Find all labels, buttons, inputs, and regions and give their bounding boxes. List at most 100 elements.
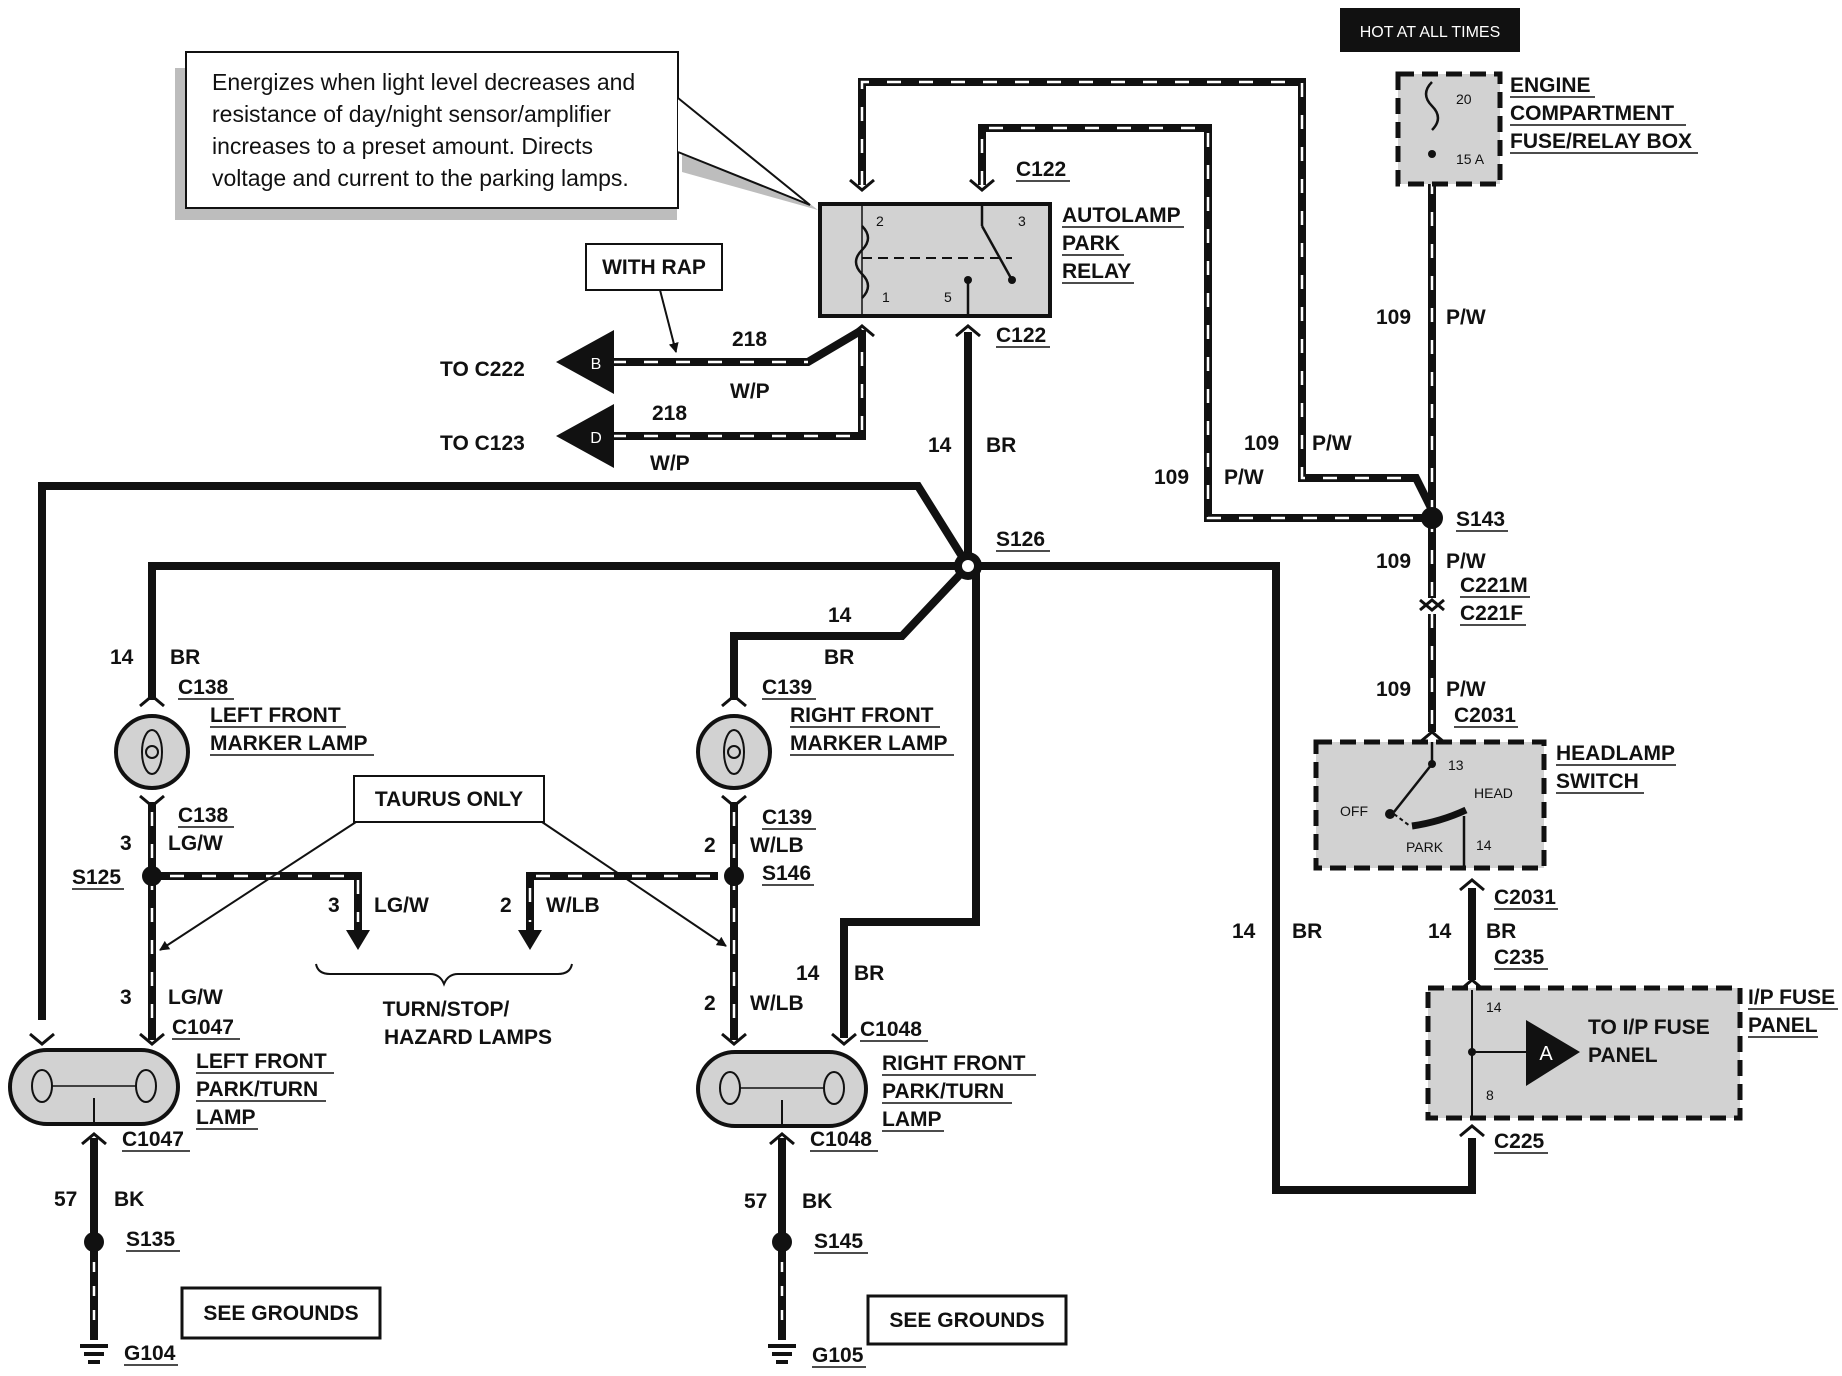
svg-text:218: 218 [652, 402, 687, 425]
turn-stop-hazard-lamps-label: TURN/STOP/ HAZARD LAMPS [315, 963, 573, 1049]
svg-text:PARK: PARK [1406, 839, 1444, 855]
svg-text:20: 20 [1456, 91, 1472, 107]
right-front-marker-lamp: RIGHT FRONT MARKER LAMP [696, 704, 954, 790]
splice-s145 [772, 1232, 792, 1252]
svg-text:57: 57 [744, 1190, 767, 1213]
autolamp-park-relay: 2 3 1 5 C122 C122 AUTOLAMP PARK RELAY [818, 158, 1184, 348]
svg-text:2: 2 [876, 213, 884, 229]
svg-text:TO C222: TO C222 [440, 358, 525, 381]
svg-text:W/LB: W/LB [750, 992, 804, 1015]
svg-text:LAMP: LAMP [882, 1108, 942, 1131]
see-grounds-left: SEE GROUNDS [180, 1286, 382, 1340]
svg-text:COMPARTMENT: COMPARTMENT [1510, 102, 1674, 125]
svg-text:C225: C225 [1494, 1130, 1545, 1153]
svg-text:MARKER LAMP: MARKER LAMP [210, 732, 368, 755]
svg-text:resistance of day/night sensor: resistance of day/night sensor/amplifier [212, 101, 611, 127]
svg-text:3: 3 [328, 894, 340, 917]
headlamp-switch: 13 14 OFF HEAD PARK HEADLAMP SWITCH [1313, 739, 1676, 871]
to-c222-connector: B TO C222 218 W/P [440, 328, 770, 403]
svg-text:TAURUS ONLY: TAURUS ONLY [375, 788, 523, 811]
svg-text:C2031: C2031 [1454, 704, 1516, 727]
svg-text:SWITCH: SWITCH [1556, 770, 1639, 793]
svg-text:14: 14 [1486, 999, 1502, 1015]
svg-text:14: 14 [1476, 837, 1492, 853]
splice-s146 [724, 866, 744, 886]
svg-text:MARKER LAMP: MARKER LAMP [790, 732, 948, 755]
svg-text:14: 14 [928, 434, 952, 457]
svg-text:RIGHT FRONT: RIGHT FRONT [790, 704, 934, 727]
svg-text:S145: S145 [814, 1230, 863, 1253]
wire-labels: 14 BR 109 P/W 109 P/W 109 P/W 109 P/W 10… [54, 306, 1516, 1213]
svg-text:FUSE/RELAY BOX: FUSE/RELAY BOX [1510, 130, 1692, 153]
svg-text:C1048: C1048 [860, 1018, 922, 1041]
wires [38, 78, 1476, 1340]
right-front-park-turn-lamp: RIGHT FRONT PARK/TURN LAMP [696, 1050, 1036, 1132]
svg-text:AUTOLAMP: AUTOLAMP [1062, 204, 1181, 227]
svg-text:TO C123: TO C123 [440, 432, 525, 455]
taurus-only-label: TAURUS ONLY [159, 775, 727, 951]
svg-text:BK: BK [114, 1188, 144, 1211]
svg-text:HAZARD LAMPS: HAZARD LAMPS [384, 1026, 552, 1049]
svg-text:PARK/TURN: PARK/TURN [196, 1078, 318, 1101]
svg-text:BR: BR [1292, 920, 1322, 943]
svg-text:13: 13 [1448, 757, 1464, 773]
svg-text:BR: BR [986, 434, 1016, 457]
svg-text:LG/W: LG/W [168, 986, 223, 1009]
svg-text:G105: G105 [812, 1344, 864, 1367]
see-grounds-right: SEE GROUNDS [866, 1294, 1068, 1346]
svg-text:TURN/STOP/: TURN/STOP/ [383, 998, 510, 1021]
svg-text:C221F: C221F [1460, 602, 1523, 625]
svg-text:PANEL: PANEL [1588, 1044, 1658, 1067]
svg-text:P/W: P/W [1224, 466, 1264, 489]
svg-text:BR: BR [1486, 920, 1516, 943]
svg-text:W/LB: W/LB [546, 894, 600, 917]
splice-s125 [142, 866, 162, 886]
ground-g105: G105 [768, 1344, 866, 1368]
svg-text:C139: C139 [762, 806, 812, 829]
svg-text:P/W: P/W [1446, 306, 1486, 329]
hot-at-all-times-label: HOT AT ALL TIMES [1340, 8, 1520, 52]
svg-text:14: 14 [1232, 920, 1256, 943]
svg-text:WITH RAP: WITH RAP [602, 256, 706, 279]
svg-text:W/P: W/P [730, 380, 770, 403]
svg-text:ENGINE: ENGINE [1510, 74, 1591, 97]
svg-text:A: A [1539, 1043, 1553, 1065]
svg-text:LAMP: LAMP [196, 1106, 256, 1129]
svg-text:C122: C122 [996, 324, 1046, 347]
svg-text:C138: C138 [178, 676, 229, 699]
svg-text:P/W: P/W [1312, 432, 1352, 455]
svg-text:SEE GROUNDS: SEE GROUNDS [203, 1302, 358, 1325]
svg-text:P/W: P/W [1446, 550, 1486, 573]
relay-description-callout: Energizes when light level decreases and… [175, 51, 818, 220]
svg-text:C235: C235 [1494, 946, 1545, 969]
svg-text:RELAY: RELAY [1062, 260, 1131, 283]
svg-text:RIGHT FRONT: RIGHT FRONT [882, 1052, 1026, 1075]
svg-text:14: 14 [110, 646, 134, 669]
svg-text:57: 57 [54, 1188, 77, 1211]
connector-marks [29, 178, 1485, 1146]
svg-text:LG/W: LG/W [168, 832, 223, 855]
svg-text:2: 2 [704, 992, 716, 1015]
svg-text:SEE GROUNDS: SEE GROUNDS [889, 1309, 1044, 1332]
svg-text:LG/W: LG/W [374, 894, 429, 917]
svg-text:C1047: C1047 [122, 1128, 184, 1151]
ip-fuse-panel: A 14 8 TO I/P FUSE PANEL I/P FUSE PANEL [1425, 985, 1838, 1121]
svg-text:increases to a preset amount.: increases to a preset amount. Directs [212, 133, 593, 159]
svg-text:C221M: C221M [1460, 574, 1528, 597]
svg-text:109: 109 [1244, 432, 1279, 455]
svg-text:109: 109 [1376, 550, 1411, 573]
svg-text:C1048: C1048 [810, 1128, 872, 1151]
splice-s143 [1421, 507, 1443, 529]
svg-text:C2031: C2031 [1494, 886, 1556, 909]
svg-text:TO I/P FUSE: TO I/P FUSE [1588, 1016, 1710, 1039]
left-front-park-turn-lamp: LEFT FRONT PARK/TURN LAMP [8, 1048, 334, 1130]
svg-text:C139: C139 [762, 676, 812, 699]
svg-text:OFF: OFF [1340, 803, 1368, 819]
svg-text:PARK: PARK [1062, 232, 1120, 255]
svg-text:109: 109 [1376, 306, 1411, 329]
svg-text:LEFT FRONT: LEFT FRONT [196, 1050, 327, 1073]
svg-text:PARK/TURN: PARK/TURN [882, 1080, 1004, 1103]
to-c123-connector: D TO C123 218 W/P [440, 402, 690, 475]
svg-text:2: 2 [500, 894, 512, 917]
